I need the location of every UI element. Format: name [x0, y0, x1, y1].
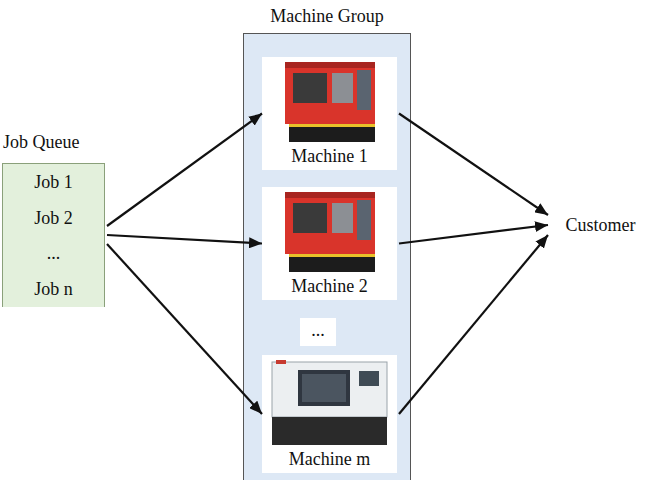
picture-panel: [262, 57, 397, 170]
flow-arrow: [399, 235, 548, 414]
machine-stripe: [289, 124, 375, 127]
lathe-window: [298, 370, 350, 406]
node-body: Customer: [548, 208, 653, 242]
machine-window: [293, 203, 327, 233]
flow-arrow: [399, 225, 548, 244]
lathe-body: [272, 362, 387, 417]
machine-top: [285, 192, 375, 198]
saw-machine-picture: [285, 192, 375, 272]
lathe-glass: [302, 374, 346, 402]
lathe-machine-picture: [272, 360, 387, 445]
lathe-base: [272, 417, 387, 445]
flow-arrow: [107, 114, 262, 227]
node-text: Job 1: [34, 171, 73, 193]
machine-base: [289, 254, 375, 272]
picture-panel: [262, 187, 397, 300]
node-text: Customer: [566, 214, 636, 236]
flow-arrow: [399, 114, 548, 216]
queue-box: Job QueueJob 1Job 2...Job n: [2, 163, 105, 307]
machine-cabinet: [285, 192, 375, 254]
lathe-screen: [359, 371, 379, 386]
machine-base: [289, 124, 375, 142]
node-text: Job 2: [34, 207, 73, 229]
node-heading: Job Queue: [3, 131, 79, 153]
machine-stripe: [289, 254, 375, 257]
node-text: ...: [47, 242, 61, 264]
node-text: Machine 2: [291, 275, 367, 297]
customer-node: Customer: [548, 208, 653, 242]
ellipsis-label: ...: [300, 318, 336, 346]
node-text: Job n: [34, 278, 73, 300]
machine-window: [293, 73, 327, 103]
saw-machine-picture: [285, 62, 375, 142]
flow-arrow: [107, 235, 262, 244]
machine-cabinet: [285, 62, 375, 124]
node-heading: Machine Group: [244, 5, 410, 27]
machine-top: [285, 62, 375, 68]
node-body: Job 1 Job 2... Job n: [3, 164, 104, 307]
flow-arrow: [107, 244, 262, 414]
machine-window: [332, 73, 353, 103]
control-panel: [357, 70, 371, 110]
node-text: Machine m: [289, 448, 370, 470]
control-panel: [357, 200, 371, 240]
machine-window: [332, 203, 353, 233]
node-text: Machine 1: [291, 145, 367, 167]
picture-panel: [262, 355, 397, 473]
lathe-sign: [276, 360, 286, 364]
